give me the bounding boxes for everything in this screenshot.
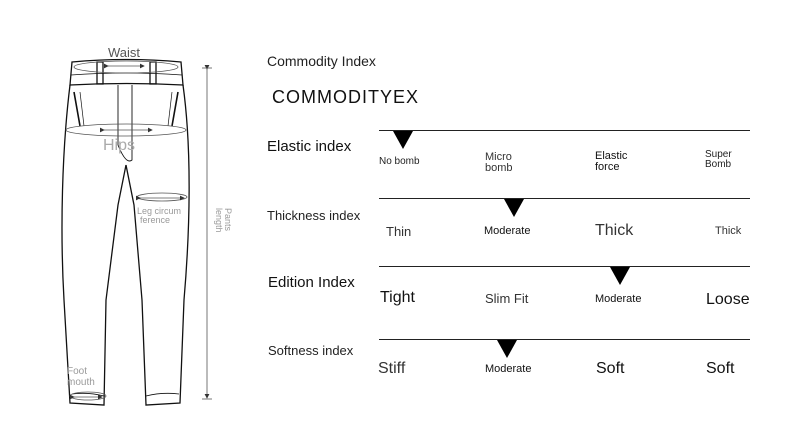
selected-marker-edition [610,267,630,285]
option-super-bomb-line1: Super [705,149,732,160]
pants-length-label: Pants length [213,208,233,233]
option-tight: Tight [380,289,415,306]
option-super-bomb-line2: Bomb [705,159,732,170]
scale-line-softness [379,339,750,340]
foot-mouth-label: Foot mouth [67,366,95,388]
selected-marker-softness [497,340,517,358]
option-loose: Loose [706,291,750,308]
leg-circumference-label-line2: ference [140,215,171,226]
foot-mouth-label-line1: Foot [67,366,88,377]
option-elastic-force-line1: Elastic [595,150,628,162]
option-super-bomb: Super Bomb [705,150,732,170]
row-title-edition: Edition Index [268,274,355,291]
option-soft: Soft [596,360,625,377]
option-thick-2: Thick [715,225,742,237]
scale-line-thickness [379,198,750,199]
section-title: Commodity Index [267,53,376,69]
option-thick: Thick [595,222,634,239]
foot-mouth-label-line2: mouth [67,376,95,388]
brand-name: COMMODITYEX [272,87,420,107]
hips-label: Hips [103,137,136,154]
waist-label: Waist [108,45,141,60]
option-moderate-edition: Moderate [595,293,642,305]
row-title-elastic: Elastic index [267,138,352,155]
pants-measurement-diagram [61,58,212,406]
leg-circumference-label: Leg circum ference [137,206,182,226]
option-slim-fit: Slim Fit [485,291,529,306]
selected-marker-elastic [393,131,413,149]
leg-circumference-label-line1: Leg circum [137,206,182,216]
measurement-guides [65,60,212,401]
option-moderate-thickness: Moderate [484,225,531,237]
row-title-softness: Softness index [268,343,354,358]
option-soft-2: Soft [706,360,735,377]
option-thin: Thin [386,224,412,239]
row-title-thickness: Thickness index [267,208,361,223]
selected-marker-thickness [504,199,524,217]
pants-length-label-line1: Pants [223,208,233,232]
scale-line-edition [379,266,750,267]
option-elastic-force-line2: force [595,161,620,173]
option-micro-bomb-line1: Micro [485,151,512,163]
option-micro-bomb: Micro bomb [485,152,513,174]
option-micro-bomb-line2: bomb [485,162,513,174]
pants-length-label-line2: length [213,208,224,233]
option-no-bomb: No bomb [379,156,420,167]
option-moderate-softness: Moderate [485,363,532,375]
scale-line-elastic [379,130,750,131]
pants-outline [61,58,190,406]
option-elastic-force: Elastic force [595,151,627,173]
option-stiff: Stiff [378,360,406,377]
